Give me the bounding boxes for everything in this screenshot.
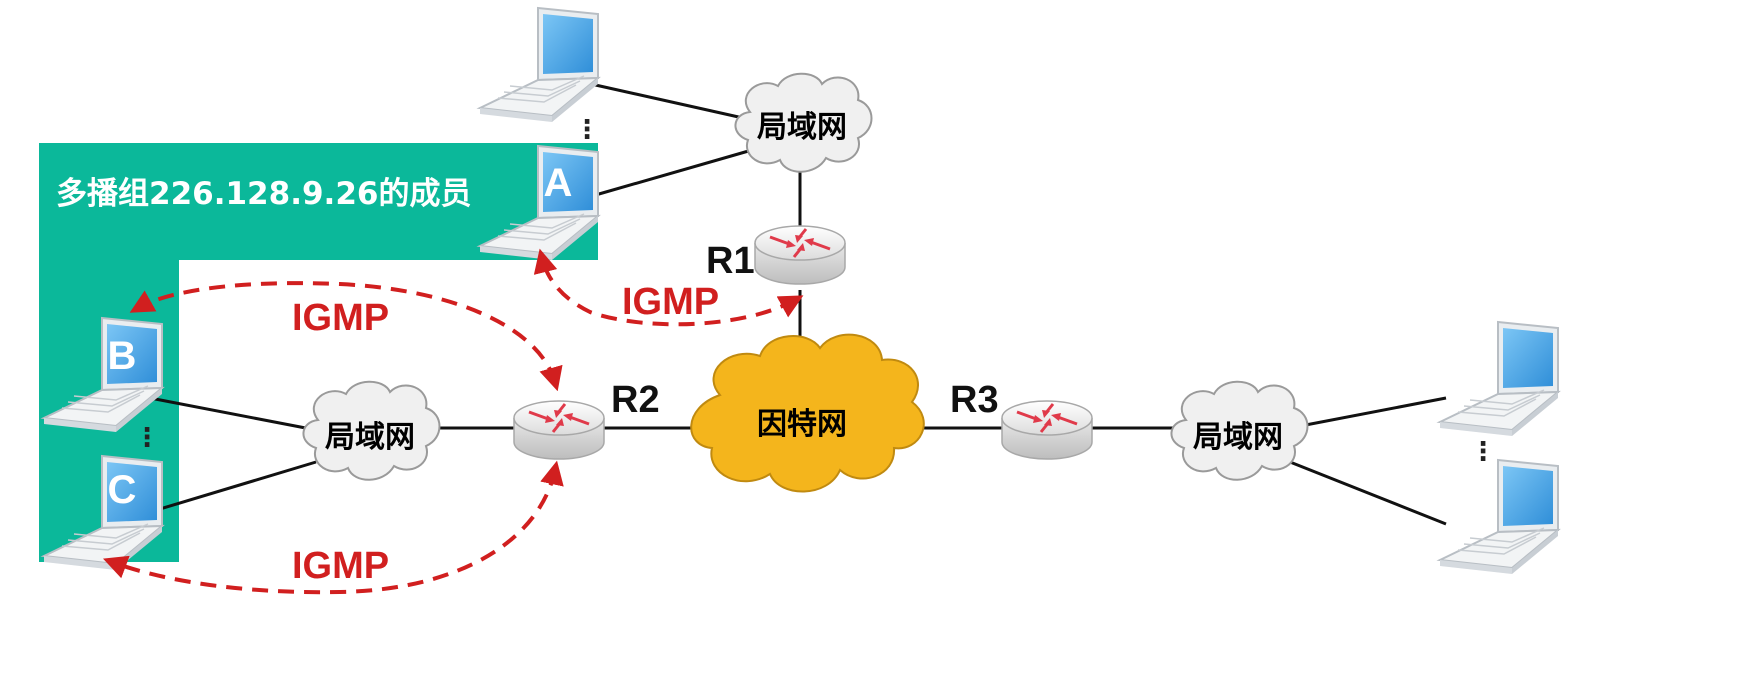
igmp-arrow-r2-c [103, 460, 564, 595]
igmp-arrow-r1-a [533, 248, 804, 327]
host-a-label: A [544, 161, 573, 205]
lan-left-label: 局域网 [325, 420, 415, 455]
lan-cloud-top: 局域网 [734, 72, 873, 173]
router-r2 [512, 399, 606, 461]
laptop-left-ellipsis: ⋮ [134, 423, 160, 453]
multicast-group-region [39, 143, 598, 562]
igmp-arrow-r2-b [129, 281, 563, 392]
laptop-right-ellipsis: ⋮ [1470, 437, 1496, 467]
router-r3-label: R3 [950, 379, 999, 421]
host-b-label: B [108, 334, 137, 378]
internet-label: 因特网 [757, 407, 847, 442]
lan-top-label: 局域网 [757, 110, 847, 145]
laptop-top-ellipsis: ⋮ [574, 115, 600, 145]
lan-right-label: 局域网 [1193, 420, 1283, 455]
router-r1 [753, 224, 847, 286]
lan-cloud-right: 局域网 [1170, 380, 1309, 481]
internet-cloud: 因特网 [690, 333, 925, 493]
router-r2-label: R2 [611, 379, 660, 421]
igmp-label-top: IGMP [622, 281, 719, 323]
igmp-label-left-upper: IGMP [292, 297, 389, 339]
igmp-label-left-lower: IGMP [292, 545, 389, 587]
laptop-right-top [1439, 321, 1559, 437]
router-r1-label: R1 [706, 240, 755, 282]
igmp-arrows [103, 248, 804, 595]
host-c-label: C [108, 468, 137, 512]
multicast-group-label: 多播组226.128.9.26的成员 [56, 176, 471, 212]
laptop-right-bottom [1439, 459, 1559, 575]
laptop-top [479, 7, 599, 123]
lan-cloud-left: 局域网 [302, 380, 441, 481]
router-r3 [1000, 399, 1094, 461]
